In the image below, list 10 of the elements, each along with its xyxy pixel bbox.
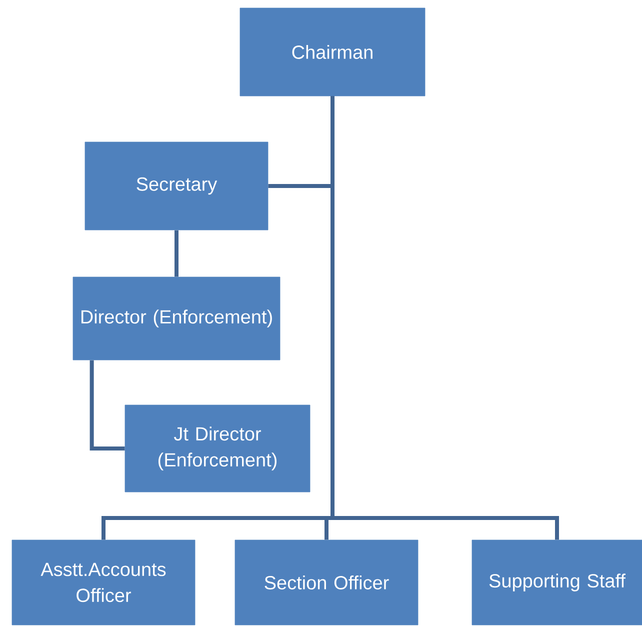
org-box: Director (Enforcement) bbox=[72, 276, 280, 360]
connector-line bbox=[330, 96, 559, 540]
org-box: Secretary bbox=[84, 142, 268, 230]
connector-line bbox=[174, 230, 178, 277]
org-box: Asstt.Accounts Officer bbox=[12, 540, 196, 626]
org-box: Jt Director (Enforcement) bbox=[124, 404, 310, 492]
connector-line bbox=[90, 360, 125, 450]
org-box: Section Officer bbox=[234, 540, 418, 626]
org-box: Supporting Staff bbox=[472, 540, 642, 626]
org-box: Chairman bbox=[240, 8, 426, 96]
